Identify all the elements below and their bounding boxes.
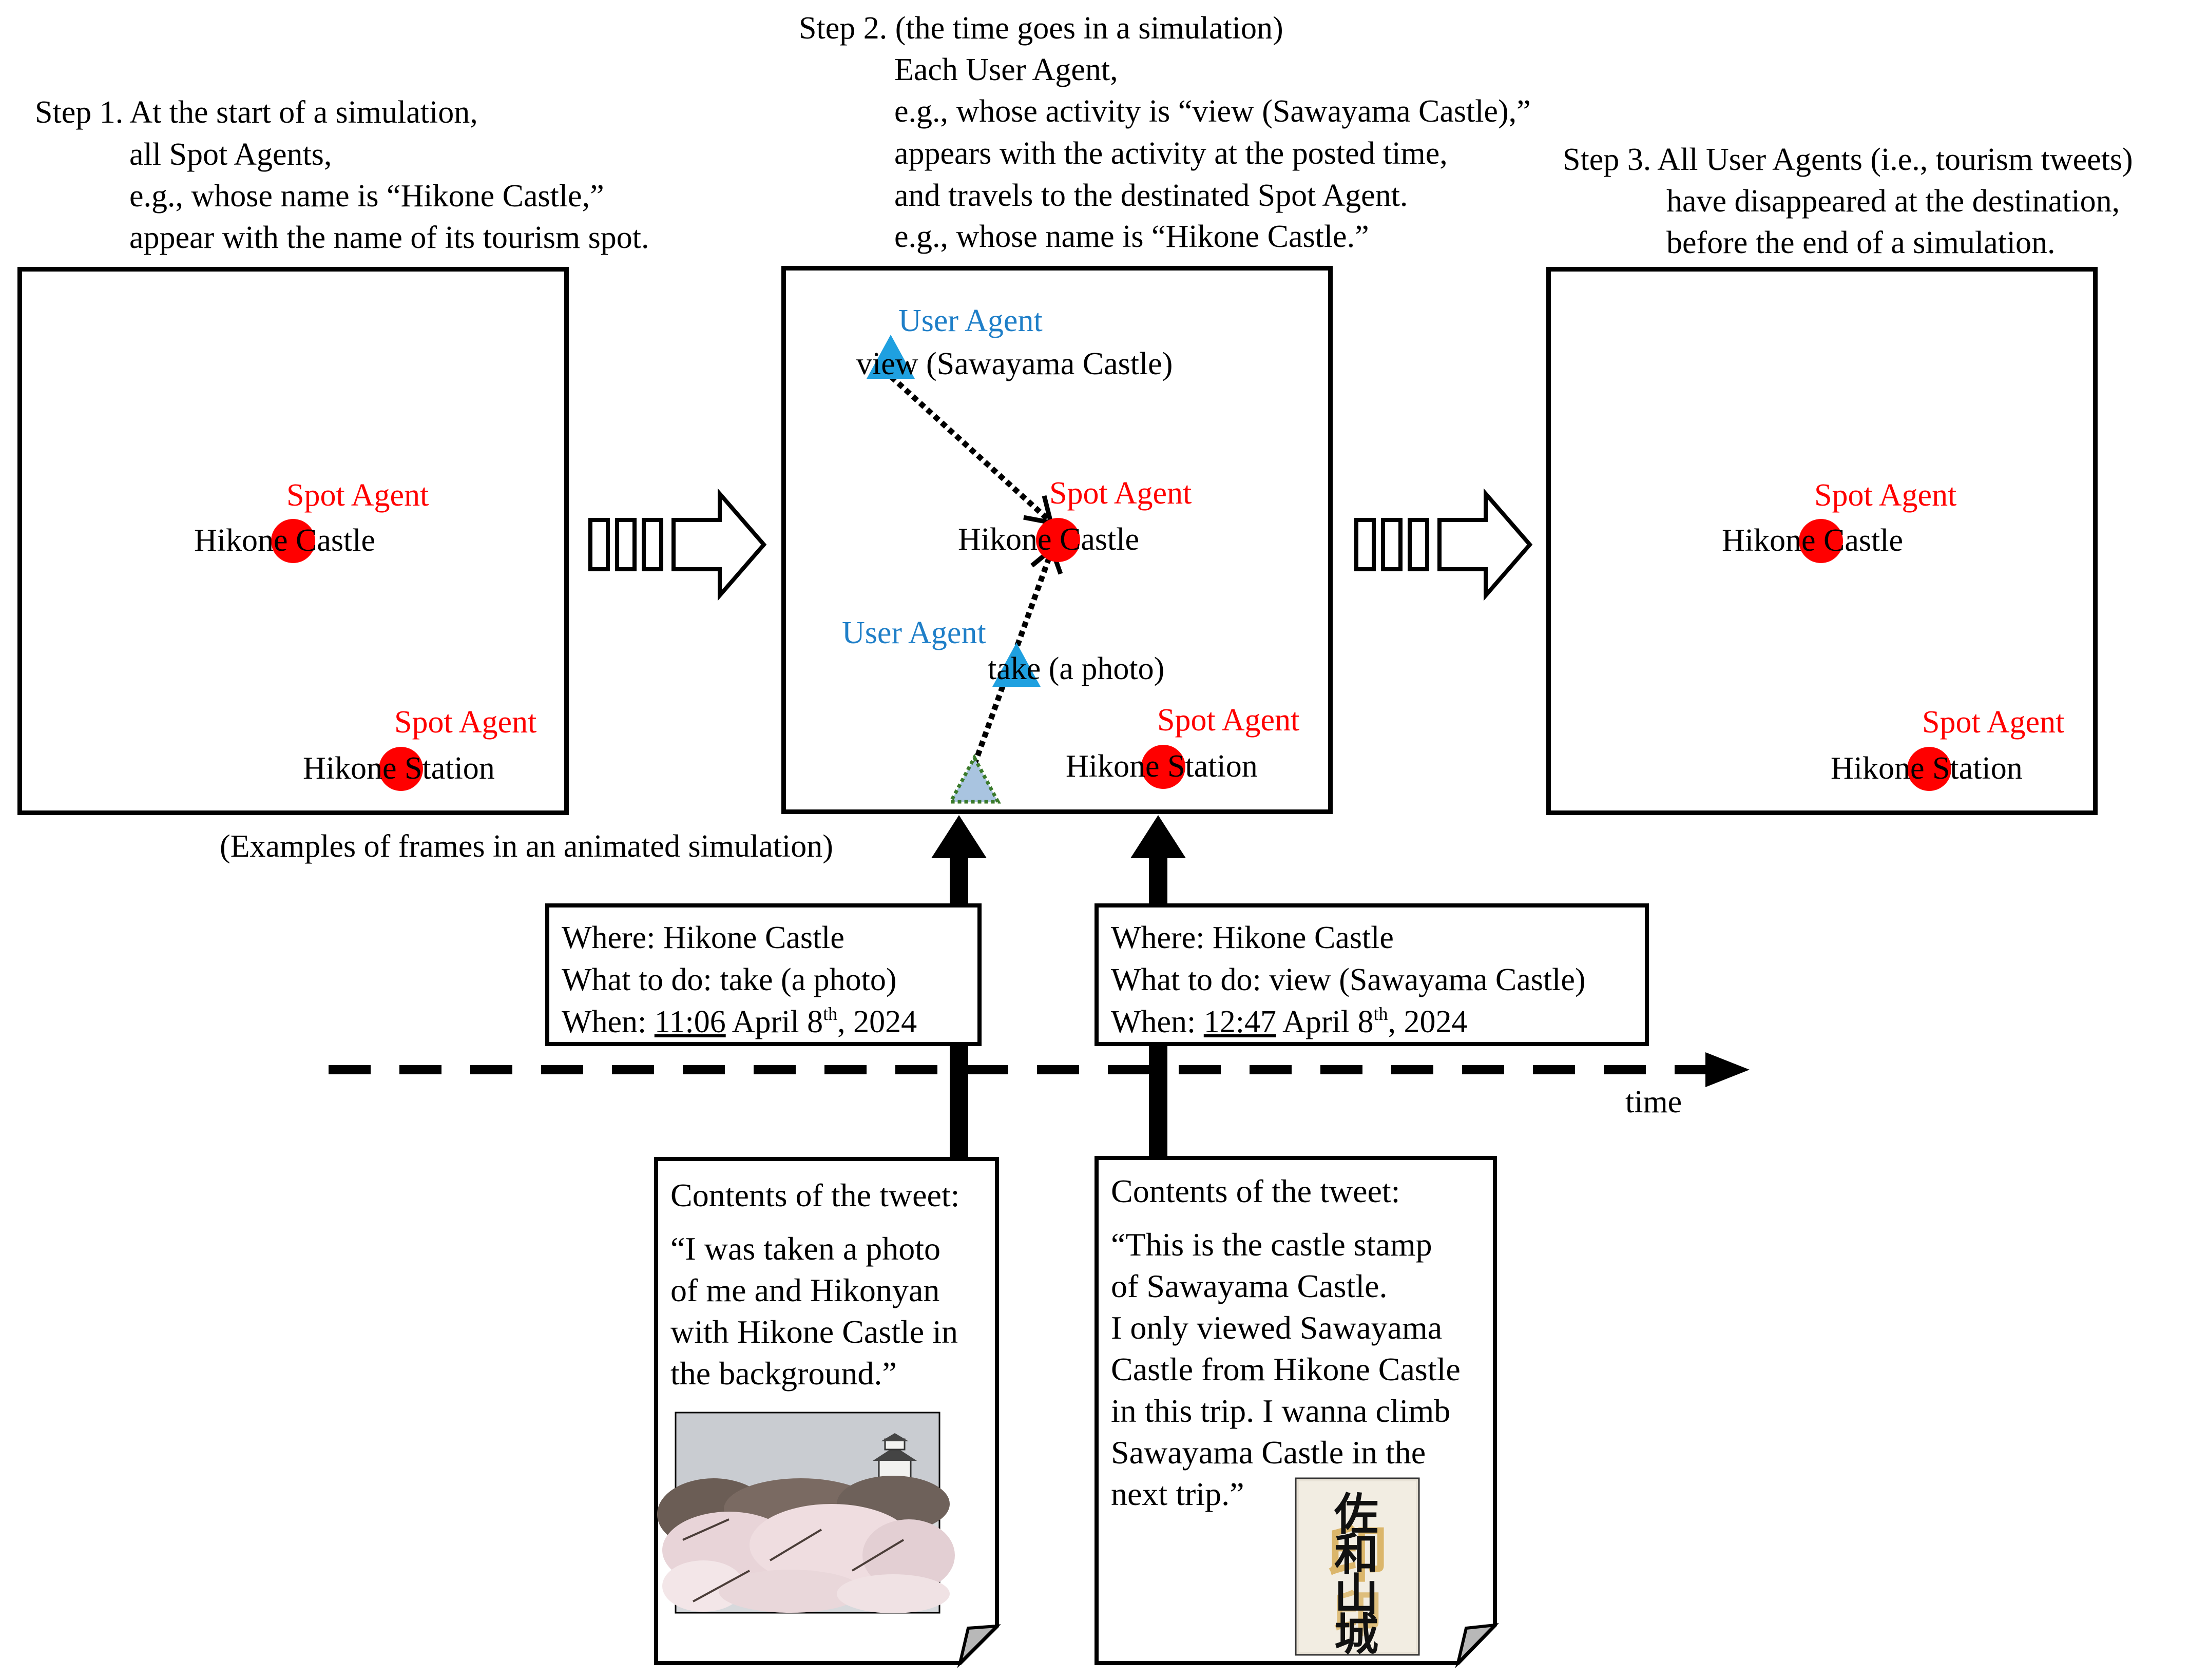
spot-agent-dot xyxy=(1907,747,1951,791)
spot-agent-label: Spot Agent xyxy=(1049,476,1192,511)
trajectory-view xyxy=(889,374,1052,524)
info-when-time: 12:47 xyxy=(1203,1005,1276,1039)
info-when-prefix: When: xyxy=(562,1005,655,1039)
trajectory-take xyxy=(971,550,1054,766)
connector-arrowhead-2 xyxy=(1130,815,1186,858)
spot-name-hikone-castle: Hikone Castle xyxy=(958,522,1139,557)
hollow-arrow-2 xyxy=(1354,488,1533,601)
spot-name-hikone-castle: Hikone Castle xyxy=(1722,523,1903,558)
user-agent-triangle xyxy=(867,335,915,379)
castle-cherry-blossom-photo xyxy=(657,1412,955,1614)
info-when-sup: th xyxy=(823,1003,838,1024)
spot-agent-dot xyxy=(379,747,423,791)
spot-agent-dot xyxy=(1036,518,1080,562)
step-2-line-4: appears with the activity at the posted … xyxy=(894,136,1448,171)
info-when-date: April 8 xyxy=(1276,1005,1374,1039)
tweet-2-heading: Contents of the tweet: xyxy=(1111,1173,1400,1209)
step-2-line-3: e.g., whose activity is “view (Sawayama … xyxy=(894,94,1531,129)
spot-agent-label: Spot Agent xyxy=(1922,705,2065,740)
activity-take-label: take (a photo) xyxy=(988,651,1165,686)
info-when: When: 11:06 April 8th, 2024 xyxy=(562,1001,965,1043)
user-agent-label: User Agent xyxy=(898,303,1043,338)
hollow-arrow-1 xyxy=(588,488,767,601)
timeline-arrow xyxy=(1705,1052,1750,1087)
stamp-seal-mark: 印 xyxy=(1333,1586,1382,1643)
info-when-date: April 8 xyxy=(725,1005,823,1039)
info-when: When: 12:47 April 8th, 2024 xyxy=(1111,1001,1633,1043)
info-where: Where: Hikone Castle xyxy=(1111,920,1394,955)
spot-agent-label: Spot Agent xyxy=(1157,703,1300,738)
info-what: What to do: take (a photo) xyxy=(562,962,897,997)
info-when-prefix: When: xyxy=(1111,1005,1204,1039)
user-agent-triangle xyxy=(992,643,1041,687)
spot-agent-dot xyxy=(1141,745,1185,789)
spot-agent-dot xyxy=(271,519,315,563)
spot-name-hikone-castle: Hikone Castle xyxy=(194,523,375,558)
castle-stamp-image: 印 印 xyxy=(1295,1477,1420,1656)
tweet-1-heading: Contents of the tweet: xyxy=(670,1177,960,1213)
tweet-info-box-1: Where: Hikone Castle What to do: take (a… xyxy=(545,903,982,1046)
frames-caption: (Examples of frames in an animated simul… xyxy=(220,829,833,864)
step-1-line-2: all Spot Agents, xyxy=(129,137,332,172)
step-2-line-1: Step 2. (the time goes in a simulation) xyxy=(799,11,1283,46)
info-when-year: , 2024 xyxy=(837,1005,917,1039)
step-2-line-6: e.g., whose name is “Hikone Castle.” xyxy=(894,219,1369,254)
step-2-line-5: and travels to the destinated Spot Agent… xyxy=(894,178,1408,213)
step-1-line-3: e.g., whose name is “Hikone Castle,” xyxy=(129,179,604,214)
info-where: Where: Hikone Castle xyxy=(562,920,844,955)
step-1-line-1: Step 1. At the start of a simulation, xyxy=(35,95,478,130)
spot-name-hikone-station: Hikone Station xyxy=(1831,751,2023,786)
user-agent-origin-triangle xyxy=(948,754,1001,804)
connector-arrowhead-1 xyxy=(931,815,987,858)
tweet-info-box-2: Where: Hikone Castle What to do: view (S… xyxy=(1094,903,1649,1046)
spot-agent-label: Spot Agent xyxy=(394,705,537,740)
page-curl-icon xyxy=(957,1624,1001,1668)
timeline-label: time xyxy=(1625,1085,1682,1119)
step-1-line-4: appear with the name of its tourism spot… xyxy=(129,220,649,255)
info-when-time: 11:06 xyxy=(654,1005,726,1039)
step-3-line-3: before the end of a simulation. xyxy=(1666,225,2056,260)
tweet-2-body: “This is the castle stamp of Sawayama Ca… xyxy=(1111,1226,1461,1512)
step-2-line-2: Each User Agent, xyxy=(894,52,1118,87)
spot-agent-label: Spot Agent xyxy=(286,478,429,513)
page-curl-icon xyxy=(1455,1623,1499,1668)
spot-name-hikone-station: Hikone Station xyxy=(303,751,495,786)
info-when-sup: th xyxy=(1373,1003,1388,1024)
step-3-line-1: Step 3. All User Agents (i.e., tourism t… xyxy=(1563,142,2133,177)
step-3-line-2: have disappeared at the destination, xyxy=(1666,184,2120,219)
stamp-calligraphy-text: 佐和山城 xyxy=(1334,1489,1378,1660)
info-what: What to do: view (Sawayama Castle) xyxy=(1111,962,1586,997)
tweet-1-body: “I was taken a photo of me and Hikonyan … xyxy=(670,1230,958,1392)
spot-agent-label: Spot Agent xyxy=(1814,478,1957,513)
activity-view-label: view (Sawayama Castle) xyxy=(856,346,1173,381)
stamp-calligraphy: 佐和山城 xyxy=(1331,1489,1382,1660)
spot-name-hikone-station: Hikone Station xyxy=(1066,749,1258,784)
stamp-seal-mark: 印 xyxy=(1327,1519,1388,1591)
info-when-year: , 2024 xyxy=(1388,1005,1468,1039)
user-agent-label: User Agent xyxy=(842,615,986,650)
spot-agent-dot xyxy=(1799,519,1843,563)
